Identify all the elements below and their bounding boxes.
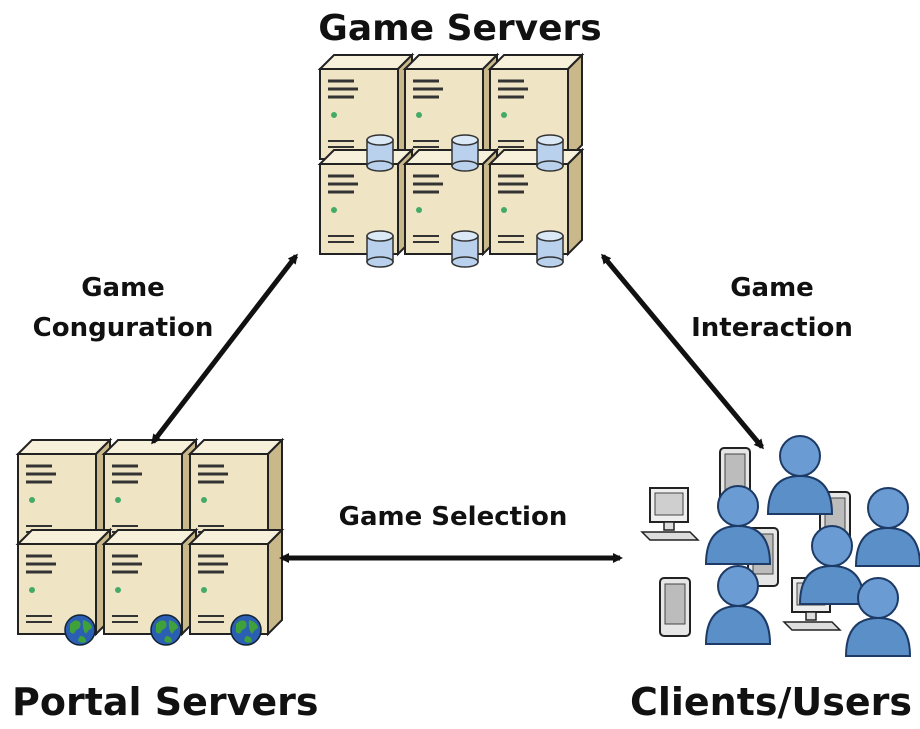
config-label-line2: Conguration — [32, 313, 214, 344]
config-arrow — [151, 253, 298, 445]
interaction-arrow — [601, 253, 764, 450]
portal-servers-icon — [16, 438, 284, 646]
game-configuration-label: Game Conguration — [18, 268, 228, 349]
interaction-label-line2: Interaction — [691, 313, 853, 344]
portal-servers-title: Portal Servers — [12, 680, 319, 724]
game-servers-icon — [318, 53, 584, 268]
game-servers-title: Game Servers — [318, 8, 602, 49]
clients-users-icon — [641, 435, 920, 657]
game-interaction-label: Game Interaction — [672, 268, 872, 349]
interaction-label-line1: Game — [730, 273, 814, 303]
game-selection-label: Game Selection — [338, 502, 568, 532]
clients-users-title: Clients/Users — [629, 680, 912, 724]
config-label-line1: Game — [81, 273, 165, 303]
